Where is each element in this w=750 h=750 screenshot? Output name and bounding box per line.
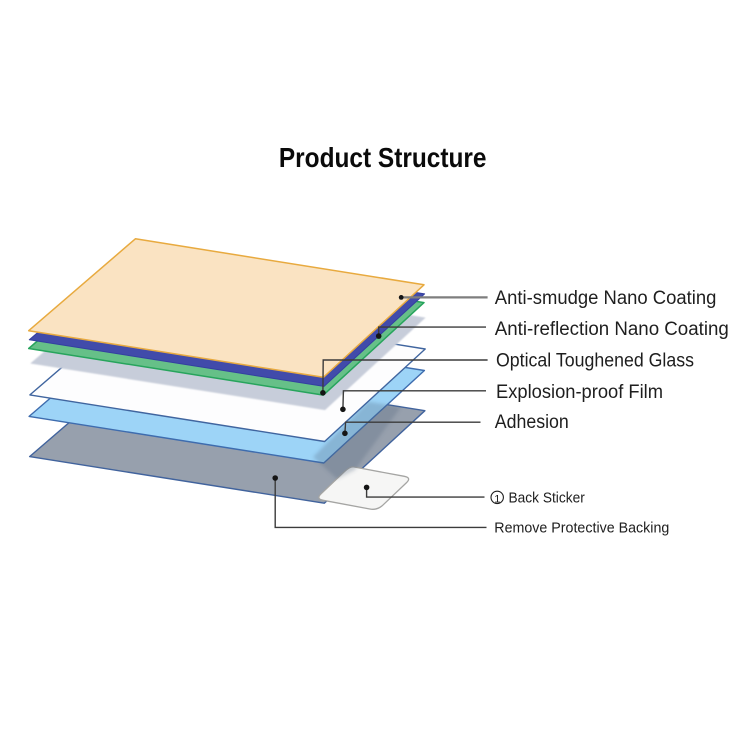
svg-text:Anti-smudge Nano Coating: Anti-smudge Nano Coating [495,288,717,309]
svg-text:Remove Protective Backing: Remove Protective Backing [494,521,669,537]
svg-text:Optical Toughened Glass: Optical Toughened Glass [496,351,694,372]
svg-text:1: 1 [494,493,500,505]
svg-text:Explosion-proof Film: Explosion-proof Film [496,382,663,403]
svg-text:Adhesion: Adhesion [495,412,569,433]
svg-text:Product Structure: Product Structure [279,142,487,173]
svg-text:Anti-reflection Nano Coating: Anti-reflection Nano Coating [495,319,729,340]
svg-text:Back Sticker: Back Sticker [509,491,585,507]
